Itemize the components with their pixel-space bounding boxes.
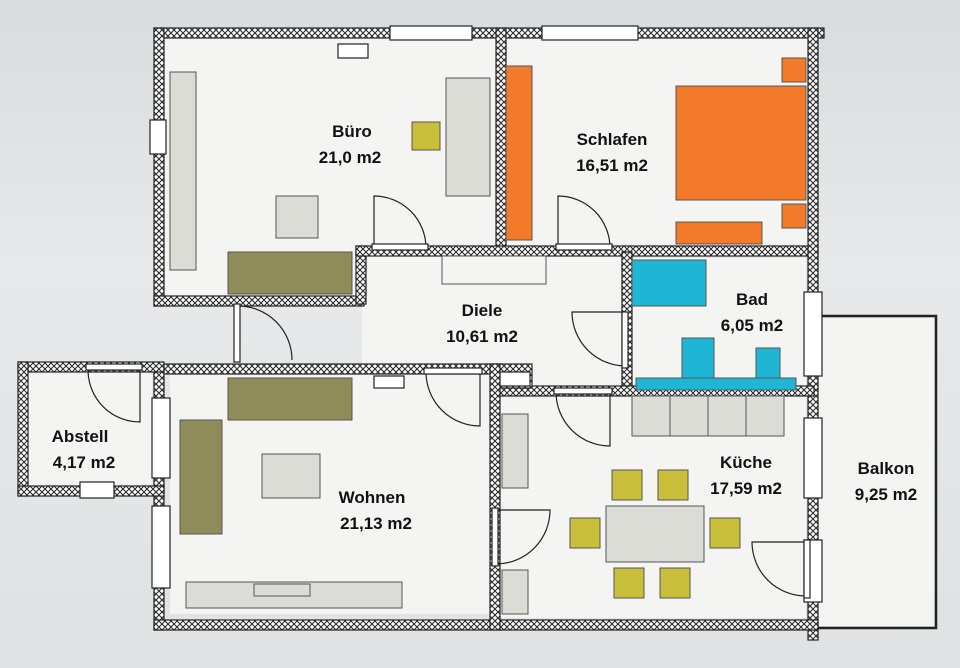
window-wohnen-left bbox=[151, 397, 171, 479]
buero-shelf bbox=[169, 71, 197, 271]
wohnen-sofa bbox=[179, 419, 223, 535]
room-labels: Büro 21,0 m2 Schlafen 16,51 m2 Bad 6,05 … bbox=[52, 122, 918, 533]
door-bad bbox=[571, 311, 629, 369]
label-wohnen-name: Wohnen bbox=[339, 488, 406, 507]
wall-bottom bbox=[153, 619, 819, 631]
door-buero-diele bbox=[233, 303, 293, 363]
window-bad-right bbox=[803, 291, 823, 377]
kueche-chair-2 bbox=[657, 469, 689, 501]
kueche-chair-4 bbox=[709, 517, 741, 549]
balkon-outline bbox=[818, 314, 938, 630]
label-diele-name: Diele bbox=[462, 301, 503, 320]
floor-abstell bbox=[26, 370, 152, 486]
door-wohnen-kueche bbox=[491, 507, 551, 567]
floor-balkon bbox=[818, 318, 934, 626]
kueche-chair-3 bbox=[569, 517, 601, 549]
bad-counter bbox=[635, 377, 797, 391]
wall-top bbox=[153, 27, 825, 39]
label-abstell-area: 4,17 m2 bbox=[53, 453, 115, 472]
kueche-shelf-2 bbox=[501, 569, 529, 615]
door-abstell bbox=[85, 363, 143, 423]
vent-buero bbox=[337, 43, 369, 59]
kueche-chair-5 bbox=[613, 567, 645, 599]
kueche-counter-2 bbox=[669, 395, 709, 437]
wall-left-upper bbox=[153, 27, 165, 307]
label-buero-name: Büro bbox=[332, 122, 372, 141]
wohnen-tv bbox=[253, 583, 311, 597]
kueche-dining-table bbox=[605, 505, 705, 563]
bad-tub bbox=[631, 259, 707, 307]
label-schlafen-name: Schlafen bbox=[577, 130, 648, 149]
diele-cabinet bbox=[441, 255, 547, 285]
label-wohnen-area: 21,13 m2 bbox=[340, 514, 412, 533]
door-balkon bbox=[751, 539, 811, 599]
door-kueche bbox=[553, 387, 613, 447]
schlafen-wardrobe bbox=[505, 65, 533, 241]
window-kueche-right bbox=[803, 417, 823, 499]
vent-wohnen bbox=[373, 375, 405, 389]
window-buero-top bbox=[389, 25, 473, 41]
buero-sofa bbox=[227, 251, 353, 295]
kueche-counter-3 bbox=[707, 395, 747, 437]
label-abstell-name: Abstell bbox=[52, 427, 109, 446]
label-kueche-area: 17,59 m2 bbox=[710, 479, 782, 498]
vent-diele bbox=[499, 371, 531, 387]
door-wohnen bbox=[423, 367, 483, 427]
label-balkon-name: Balkon bbox=[858, 459, 915, 478]
window-wohnen-left-2 bbox=[151, 505, 171, 589]
wall-abstell-left bbox=[17, 361, 29, 497]
wohnen-table bbox=[261, 453, 321, 499]
label-balkon-area: 9,25 m2 bbox=[855, 485, 917, 504]
door-buero bbox=[371, 195, 429, 251]
schlafen-bench bbox=[675, 221, 763, 245]
label-kueche-name: Küche bbox=[720, 453, 772, 472]
wall-buero-bottom bbox=[153, 295, 365, 307]
schlafen-nightstand-bottom bbox=[781, 203, 807, 229]
buero-box bbox=[275, 195, 319, 239]
label-diele-area: 10,61 m2 bbox=[446, 327, 518, 346]
window-buero-left bbox=[149, 119, 167, 155]
door-schlafen bbox=[555, 195, 613, 251]
bad-basin bbox=[681, 337, 715, 379]
label-bad-area: 6,05 m2 bbox=[721, 316, 783, 335]
walls bbox=[17, 27, 825, 641]
window-abstell-bottom bbox=[79, 481, 115, 499]
kueche-shelf bbox=[501, 413, 529, 489]
furniture bbox=[169, 57, 807, 615]
wall-wohnen-kueche bbox=[489, 363, 501, 631]
schlafen-bed bbox=[675, 85, 807, 201]
kueche-chair-6 bbox=[659, 567, 691, 599]
kueche-counter-1 bbox=[631, 395, 671, 437]
kueche-chair-1 bbox=[611, 469, 643, 501]
windows bbox=[79, 25, 823, 603]
wohnen-sideboard bbox=[227, 377, 353, 421]
label-bad-name: Bad bbox=[736, 290, 768, 309]
kueche-counter-4 bbox=[745, 395, 785, 437]
doors bbox=[85, 195, 811, 599]
wall-buero-schlafen bbox=[495, 27, 507, 255]
buero-desk bbox=[445, 77, 491, 197]
window-schlafen-top bbox=[541, 25, 639, 41]
label-schlafen-area: 16,51 m2 bbox=[576, 156, 648, 175]
schlafen-nightstand-top bbox=[781, 57, 807, 83]
bad-toilet bbox=[755, 347, 781, 379]
label-buero-area: 21,0 m2 bbox=[319, 148, 381, 167]
buero-chair bbox=[411, 121, 441, 151]
